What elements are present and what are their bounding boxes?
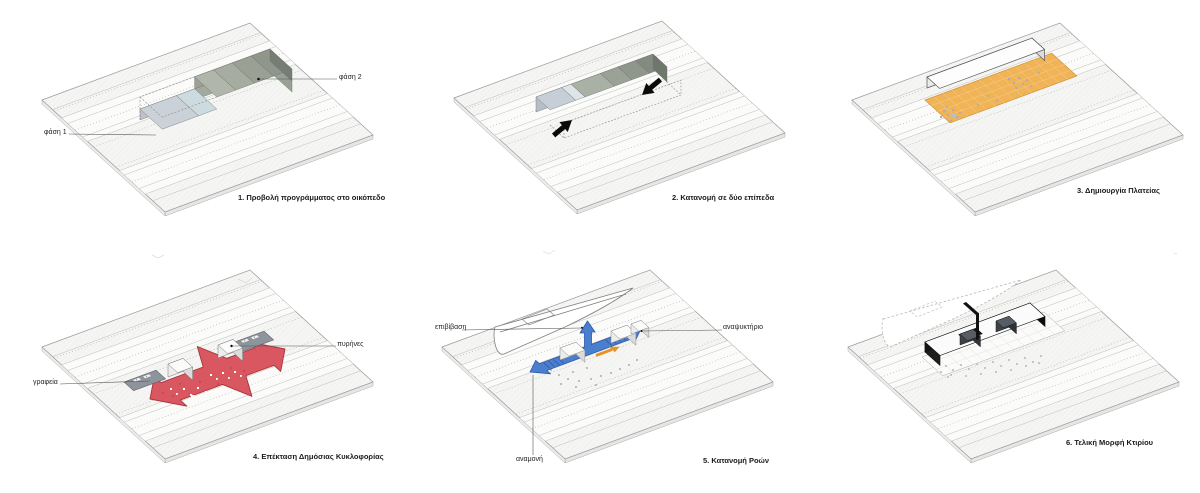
program-bar-building xyxy=(139,48,293,130)
isometric-drawing-step1 xyxy=(41,22,374,217)
kiosk-box-small xyxy=(630,319,650,339)
ghost-volume-dashes xyxy=(139,76,217,120)
ship xyxy=(493,287,634,355)
step-panel-3: 3. Δημιουργία Πλατείας xyxy=(800,0,1200,246)
callout-label-phase-2: φάση 2 xyxy=(339,74,362,81)
step-panel-2: 2. Κατανομή σε δύο επίπεδα xyxy=(400,0,800,246)
orange-flow-arrow xyxy=(595,346,620,357)
callout-label-offices: γραφεία xyxy=(33,379,58,386)
callout-label-waiting: αναμονή xyxy=(516,456,543,463)
callout-leaders xyxy=(68,77,337,136)
plaza-speck-pattern xyxy=(550,359,638,388)
isometric-drawing-step6 xyxy=(847,252,1180,464)
step-panel-4: γραφεία πυρήνες 4. Επέκταση Δημόσιας Κυκ… xyxy=(0,247,400,493)
stray-marks xyxy=(151,254,253,284)
step-caption-2: 2. Κατανομή σε δύο επίπεδα xyxy=(672,193,775,202)
isometric-drawing-step2 xyxy=(453,20,786,215)
floating-white-bar xyxy=(926,37,1046,89)
core-cube-left xyxy=(167,357,194,381)
plaza-speck-pattern xyxy=(940,72,1040,122)
ghost-lower-level-dashes xyxy=(549,79,682,139)
isometric-drawing-step4 xyxy=(41,254,374,464)
step-caption-4: 4. Επέκταση Δημόσιας Κυκλοφορίας xyxy=(253,452,384,461)
step-panel-6: 6. Τελική Μορφή Κτιρίου xyxy=(800,247,1200,493)
callout-leaders xyxy=(461,326,723,455)
isometric-drawing-step3 xyxy=(851,22,1184,217)
site-plane xyxy=(847,269,1180,464)
kiosk-box-left xyxy=(559,341,586,363)
isometric-drawing-step5 xyxy=(441,249,774,464)
step-caption-6: 6. Τελική Μορφή Κτιρίου xyxy=(1066,438,1154,447)
stray-mark xyxy=(542,249,556,255)
step-caption-1: 1. Προβολή προγράμματος στο οικόπεδο xyxy=(238,193,386,202)
plaza-surface xyxy=(924,52,1078,124)
plaza-speck-pattern xyxy=(940,355,1042,378)
step-panel-1: φάση 1 φάση 2 1. Προβολή προγράμματος στ… xyxy=(0,0,400,246)
roof-core-right xyxy=(995,315,1017,335)
step-panel-5: επιβίβαση αναψυκτήριο αναμονή 5. Κατανομ… xyxy=(400,247,800,493)
core-cube-right xyxy=(217,338,244,362)
site-plane xyxy=(41,22,374,217)
step-caption-5: 5. Κατανομή Ροών xyxy=(703,456,770,465)
callout-label-cores: πυρήνες xyxy=(337,341,364,348)
red-arrow-speck-pattern xyxy=(162,367,245,401)
callout-label-phase-1: φάση 1 xyxy=(44,129,67,136)
ghost-ship xyxy=(881,279,1022,347)
site-plane xyxy=(453,20,786,215)
callout-label-refreshment: αναψυκτήριο xyxy=(723,324,764,331)
kiosk-box-right xyxy=(610,324,637,346)
office-plate-left xyxy=(123,369,167,392)
gangway-blade xyxy=(963,302,979,340)
callout-leaders xyxy=(59,344,336,385)
step-caption-3: 3. Δημιουργία Πλατείας xyxy=(1077,186,1160,195)
split-bar-building xyxy=(535,53,668,113)
callout-label-boarding: επιβίβαση xyxy=(435,324,467,331)
stray-mark xyxy=(1173,252,1178,255)
